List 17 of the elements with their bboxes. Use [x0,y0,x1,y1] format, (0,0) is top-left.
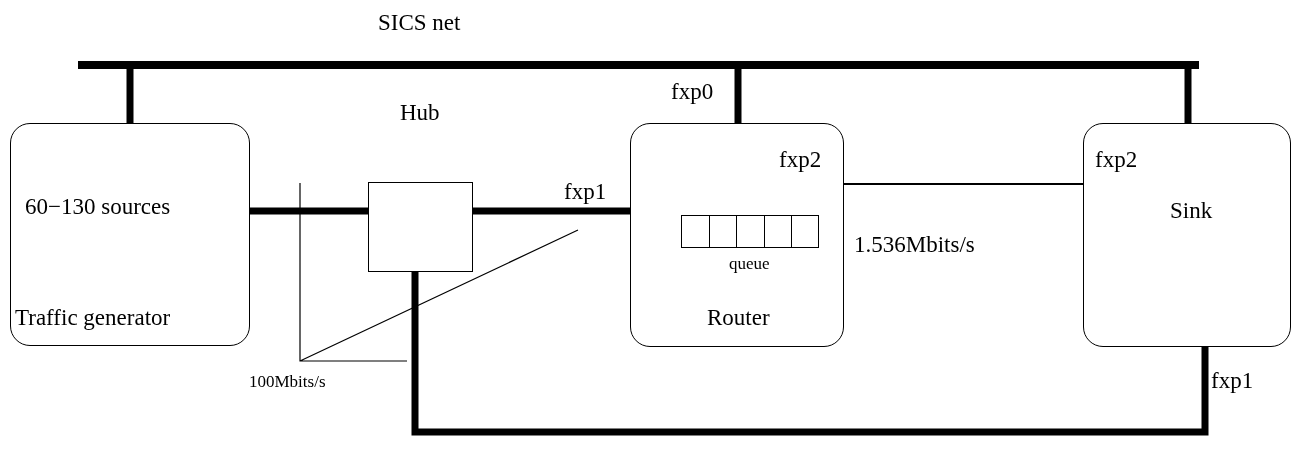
interface-label: fxp1 [1210,369,1255,392]
interface-label: fxp0 [670,80,715,103]
queue-label: queue [729,255,770,272]
network-link [843,183,1084,185]
interface-name: fxp2 [1095,148,1138,171]
network-name: SICS net [378,11,461,34]
interface-name: fxp2 [779,148,822,171]
host-text: 60−130 sources [25,195,171,218]
router-box [630,123,844,347]
host-box [1083,123,1291,347]
host-name: Traffic generator [15,306,171,329]
hub-name: Hub [400,101,440,124]
host-name: Sink [1170,199,1213,222]
host-box [10,123,250,346]
interface-label: fxp1 [563,180,608,203]
router-name: Router [707,306,770,329]
link-speed-label: 100Mbits/s [249,373,326,390]
